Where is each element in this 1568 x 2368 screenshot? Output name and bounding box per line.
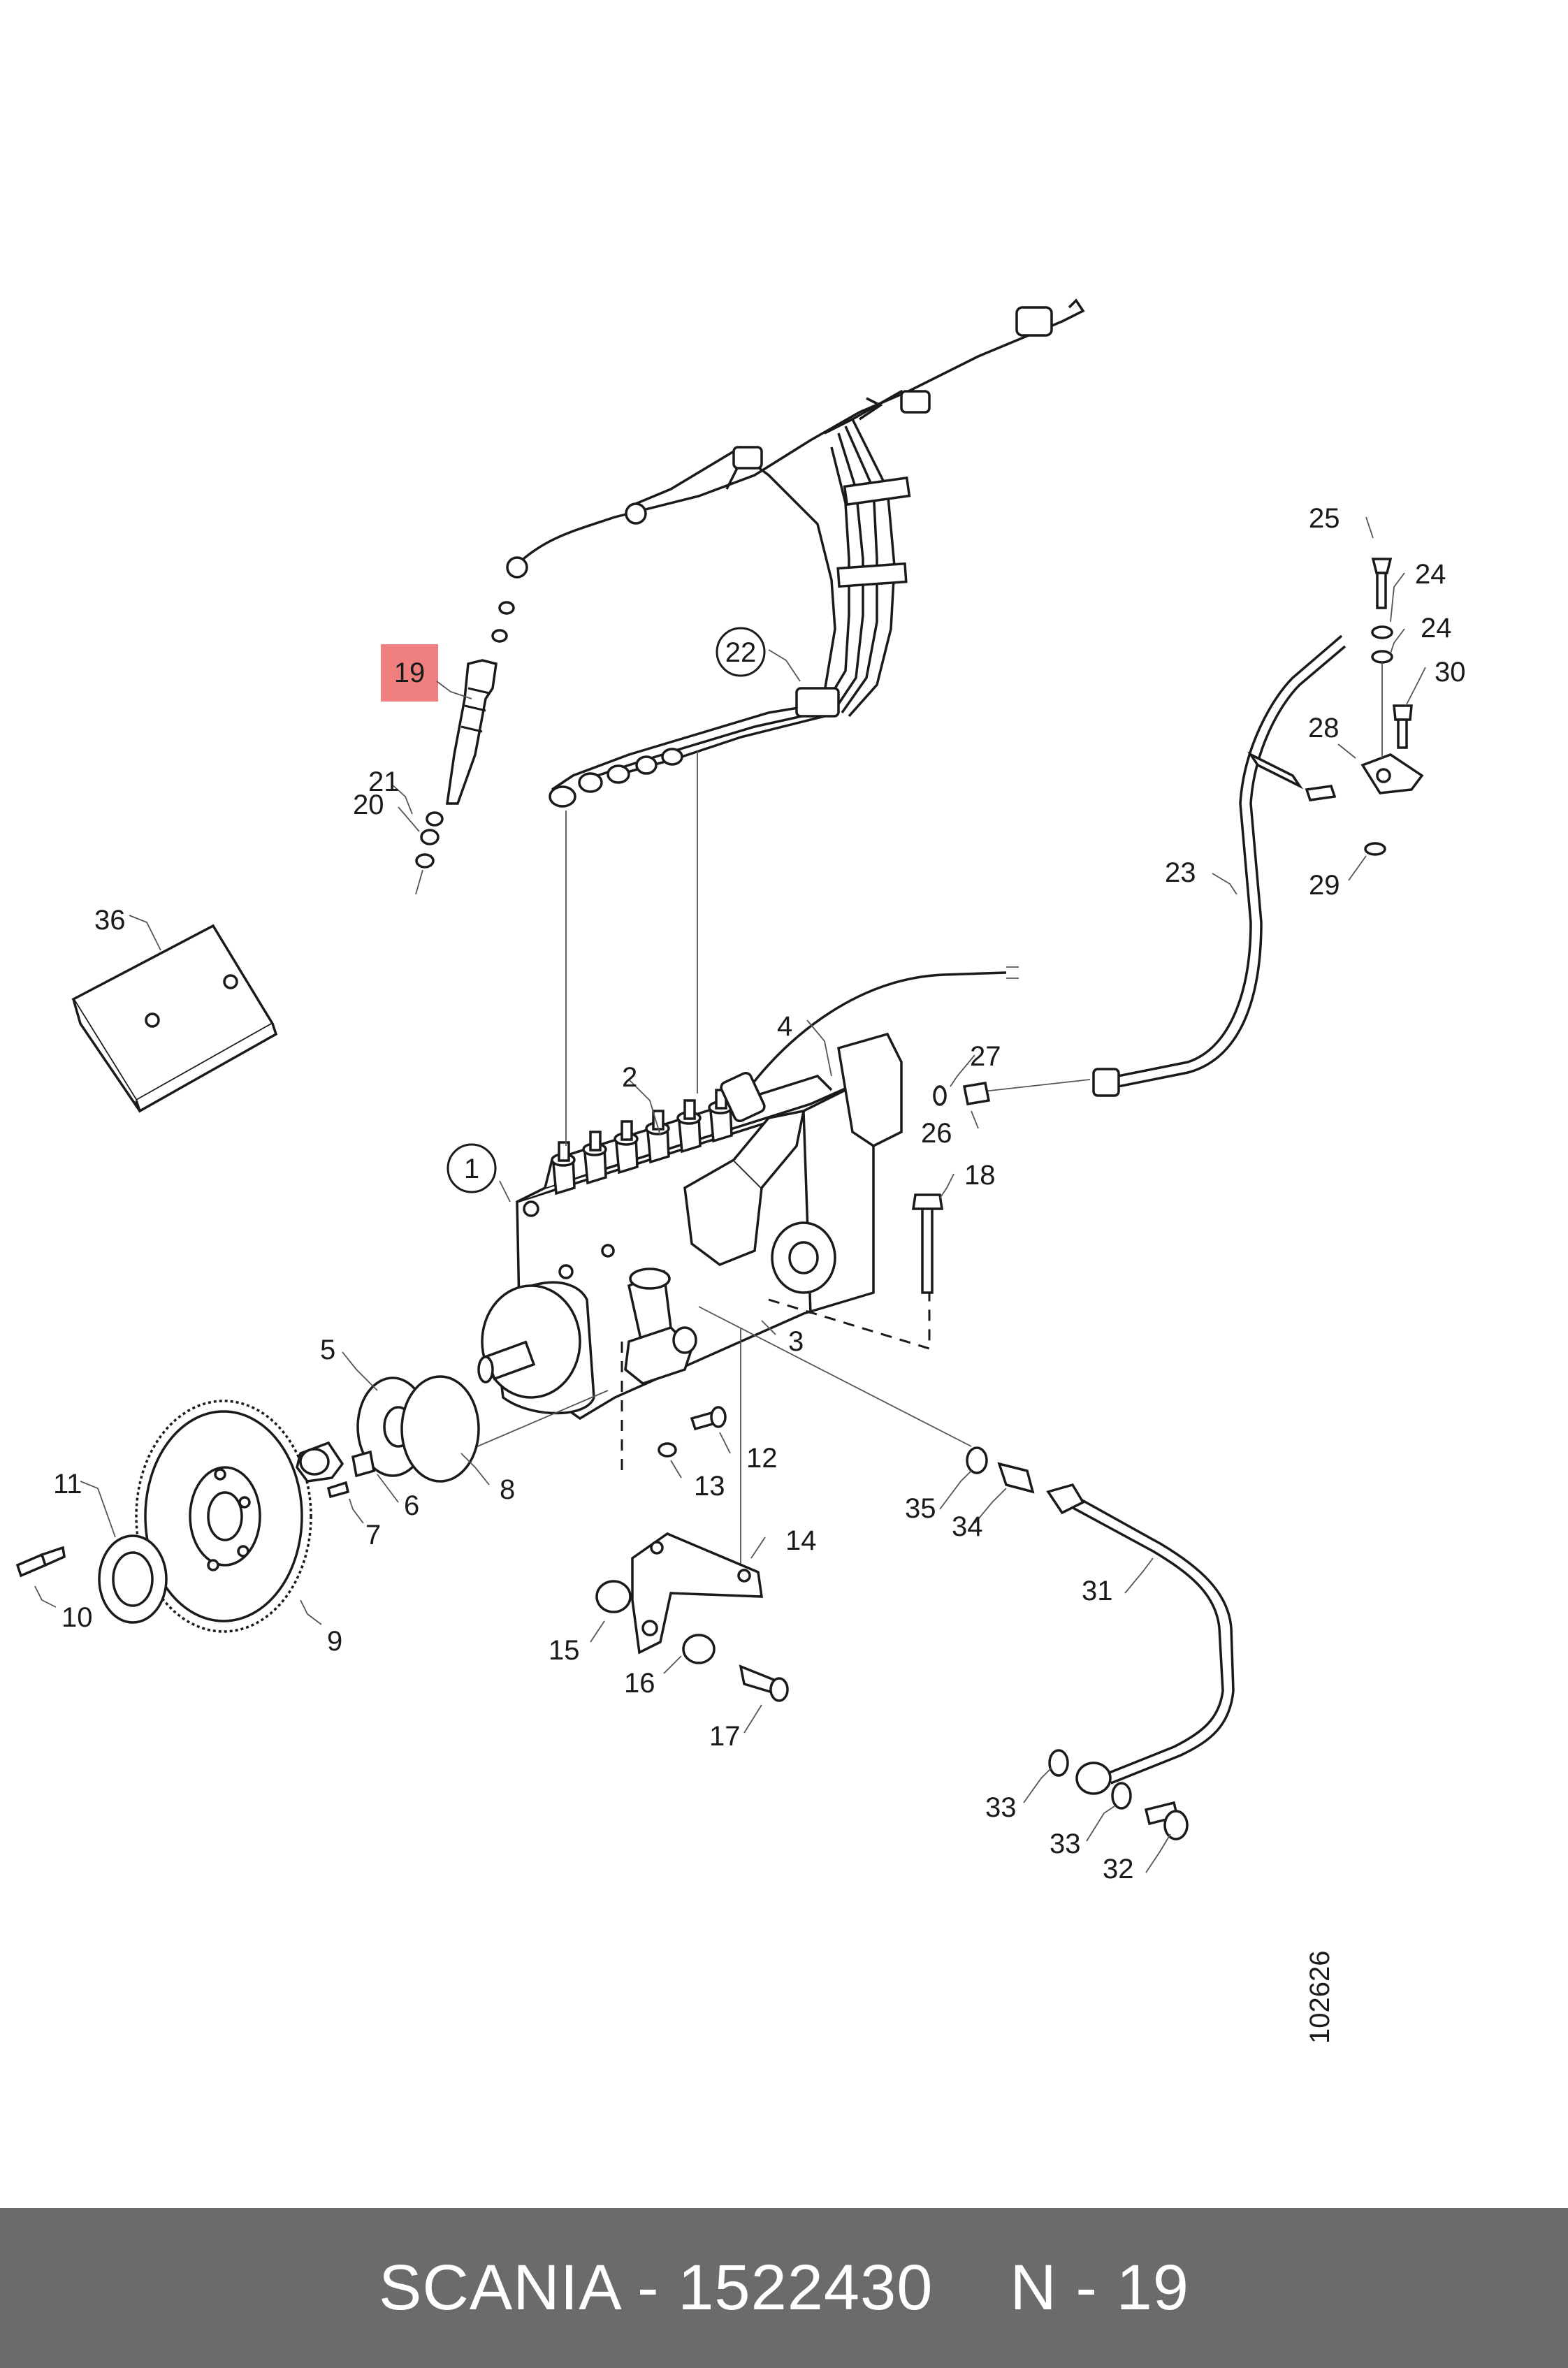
callout-36: 36 <box>94 905 126 936</box>
callout-23: 23 <box>1165 857 1196 888</box>
callout-3: 3 <box>788 1326 804 1357</box>
callout-15: 15 <box>549 1635 580 1666</box>
callout-labels: 1 2 3 4 5 6 7 8 9 10 11 12 13 14 15 16 1… <box>53 503 1466 1884</box>
injector <box>415 601 515 895</box>
callout-11: 11 <box>53 1469 82 1499</box>
delivery-valves <box>551 1089 733 1196</box>
callout-16: 16 <box>624 1668 655 1699</box>
callout-33a: 33 <box>985 1792 1017 1823</box>
callout-22: 22 <box>725 637 757 668</box>
callout-circle-22 <box>716 627 766 677</box>
callout-35: 35 <box>905 1493 936 1524</box>
injection-pump <box>477 966 1019 1421</box>
callout-21: 21 <box>368 767 400 797</box>
footer-brand: SCANIA <box>379 2252 619 2323</box>
callout-circle-1 <box>447 1143 497 1193</box>
timing-gear-assembly <box>15 1375 480 1633</box>
callout-8: 8 <box>500 1474 515 1505</box>
callout-33b: 33 <box>1050 1829 1081 1859</box>
callout-5: 5 <box>320 1335 335 1365</box>
callout-31: 31 <box>1082 1576 1113 1606</box>
callout-1: 1 <box>464 1154 479 1184</box>
callout-24a: 24 <box>1415 559 1446 590</box>
callout-2: 2 <box>622 1062 637 1093</box>
callout-18: 18 <box>964 1160 996 1191</box>
pump-bracket <box>595 1406 789 1702</box>
drawing-number: 102626 <box>1305 1951 1335 2044</box>
guide-lines <box>460 751 1091 1572</box>
cover-plate <box>71 924 278 1113</box>
callout-leaders <box>34 516 1426 1873</box>
callout-7: 7 <box>365 1520 381 1550</box>
callout-27: 27 <box>970 1041 1001 1072</box>
callout-25: 25 <box>1309 503 1340 534</box>
footer-label: SCANIA - 1522430 N - 19 <box>379 2251 1189 2325</box>
callout-34: 34 <box>952 1511 983 1542</box>
footer-bar: SCANIA - 1522430 N - 19 <box>0 2208 1568 2368</box>
exploded-parts-diagram: 1 2 3 4 5 6 7 8 9 10 11 12 13 14 15 16 1… <box>15 298 1466 2044</box>
callout-20: 20 <box>353 790 384 820</box>
callout-6: 6 <box>404 1490 419 1521</box>
oil-feed-pipe <box>966 1446 1235 1840</box>
pump-bolt-and-fittings <box>911 1081 991 1294</box>
callout-10: 10 <box>61 1602 93 1633</box>
footer-separator: - <box>637 2252 660 2323</box>
return-pipe <box>1092 558 1424 1097</box>
callout-4: 4 <box>777 1011 792 1042</box>
callout-28: 28 <box>1308 713 1340 743</box>
callout-30: 30 <box>1435 657 1466 688</box>
callout-13: 13 <box>694 1471 725 1502</box>
footer-ref: N - 19 <box>1010 2252 1189 2323</box>
callout-17: 17 <box>709 1721 741 1752</box>
callout-14: 14 <box>785 1525 817 1556</box>
callout-24b: 24 <box>1421 613 1452 644</box>
fuel-pipe-bundle <box>506 298 1085 808</box>
footer-part-number: 1522430 <box>678 2252 934 2323</box>
callout-26: 26 <box>921 1118 952 1149</box>
highlight-box <box>381 644 438 702</box>
callout-32: 32 <box>1103 1854 1134 1884</box>
callout-9: 9 <box>327 1626 342 1657</box>
callout-19: 19 <box>394 658 426 688</box>
callout-12: 12 <box>746 1443 778 1474</box>
callout-29: 29 <box>1309 870 1340 901</box>
